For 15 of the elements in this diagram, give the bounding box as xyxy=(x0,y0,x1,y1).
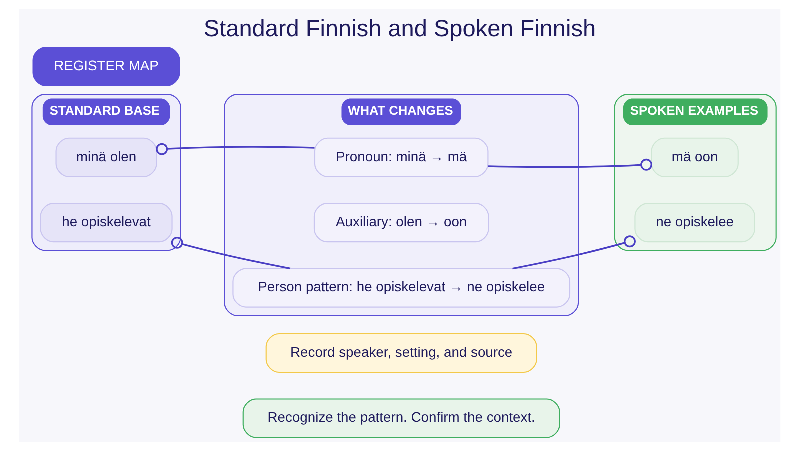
label: REGISTER MAP xyxy=(54,56,159,73)
node-box: he opiskelevat xyxy=(40,202,173,242)
node-box: Recognize the pattern. Confirm the context. xyxy=(242,398,560,438)
diagram-title: Standard Finnish and Spoken Finnish xyxy=(204,14,596,41)
connector xyxy=(171,236,291,270)
node-box: Pronoun: minä → mä xyxy=(314,137,489,177)
connector xyxy=(488,158,652,170)
connector xyxy=(156,142,315,155)
node-box: Auxiliary: olen → oon xyxy=(314,202,490,242)
node-box: ne opiskelee xyxy=(634,202,756,242)
node-box: minä olen xyxy=(56,137,158,177)
node-box: Person pattern: he opiskelevat → ne opiskelee xyxy=(232,268,571,308)
connector xyxy=(512,235,636,270)
node-box: mä oon xyxy=(651,137,739,177)
node-box: Record speaker, setting, and source xyxy=(266,332,538,373)
